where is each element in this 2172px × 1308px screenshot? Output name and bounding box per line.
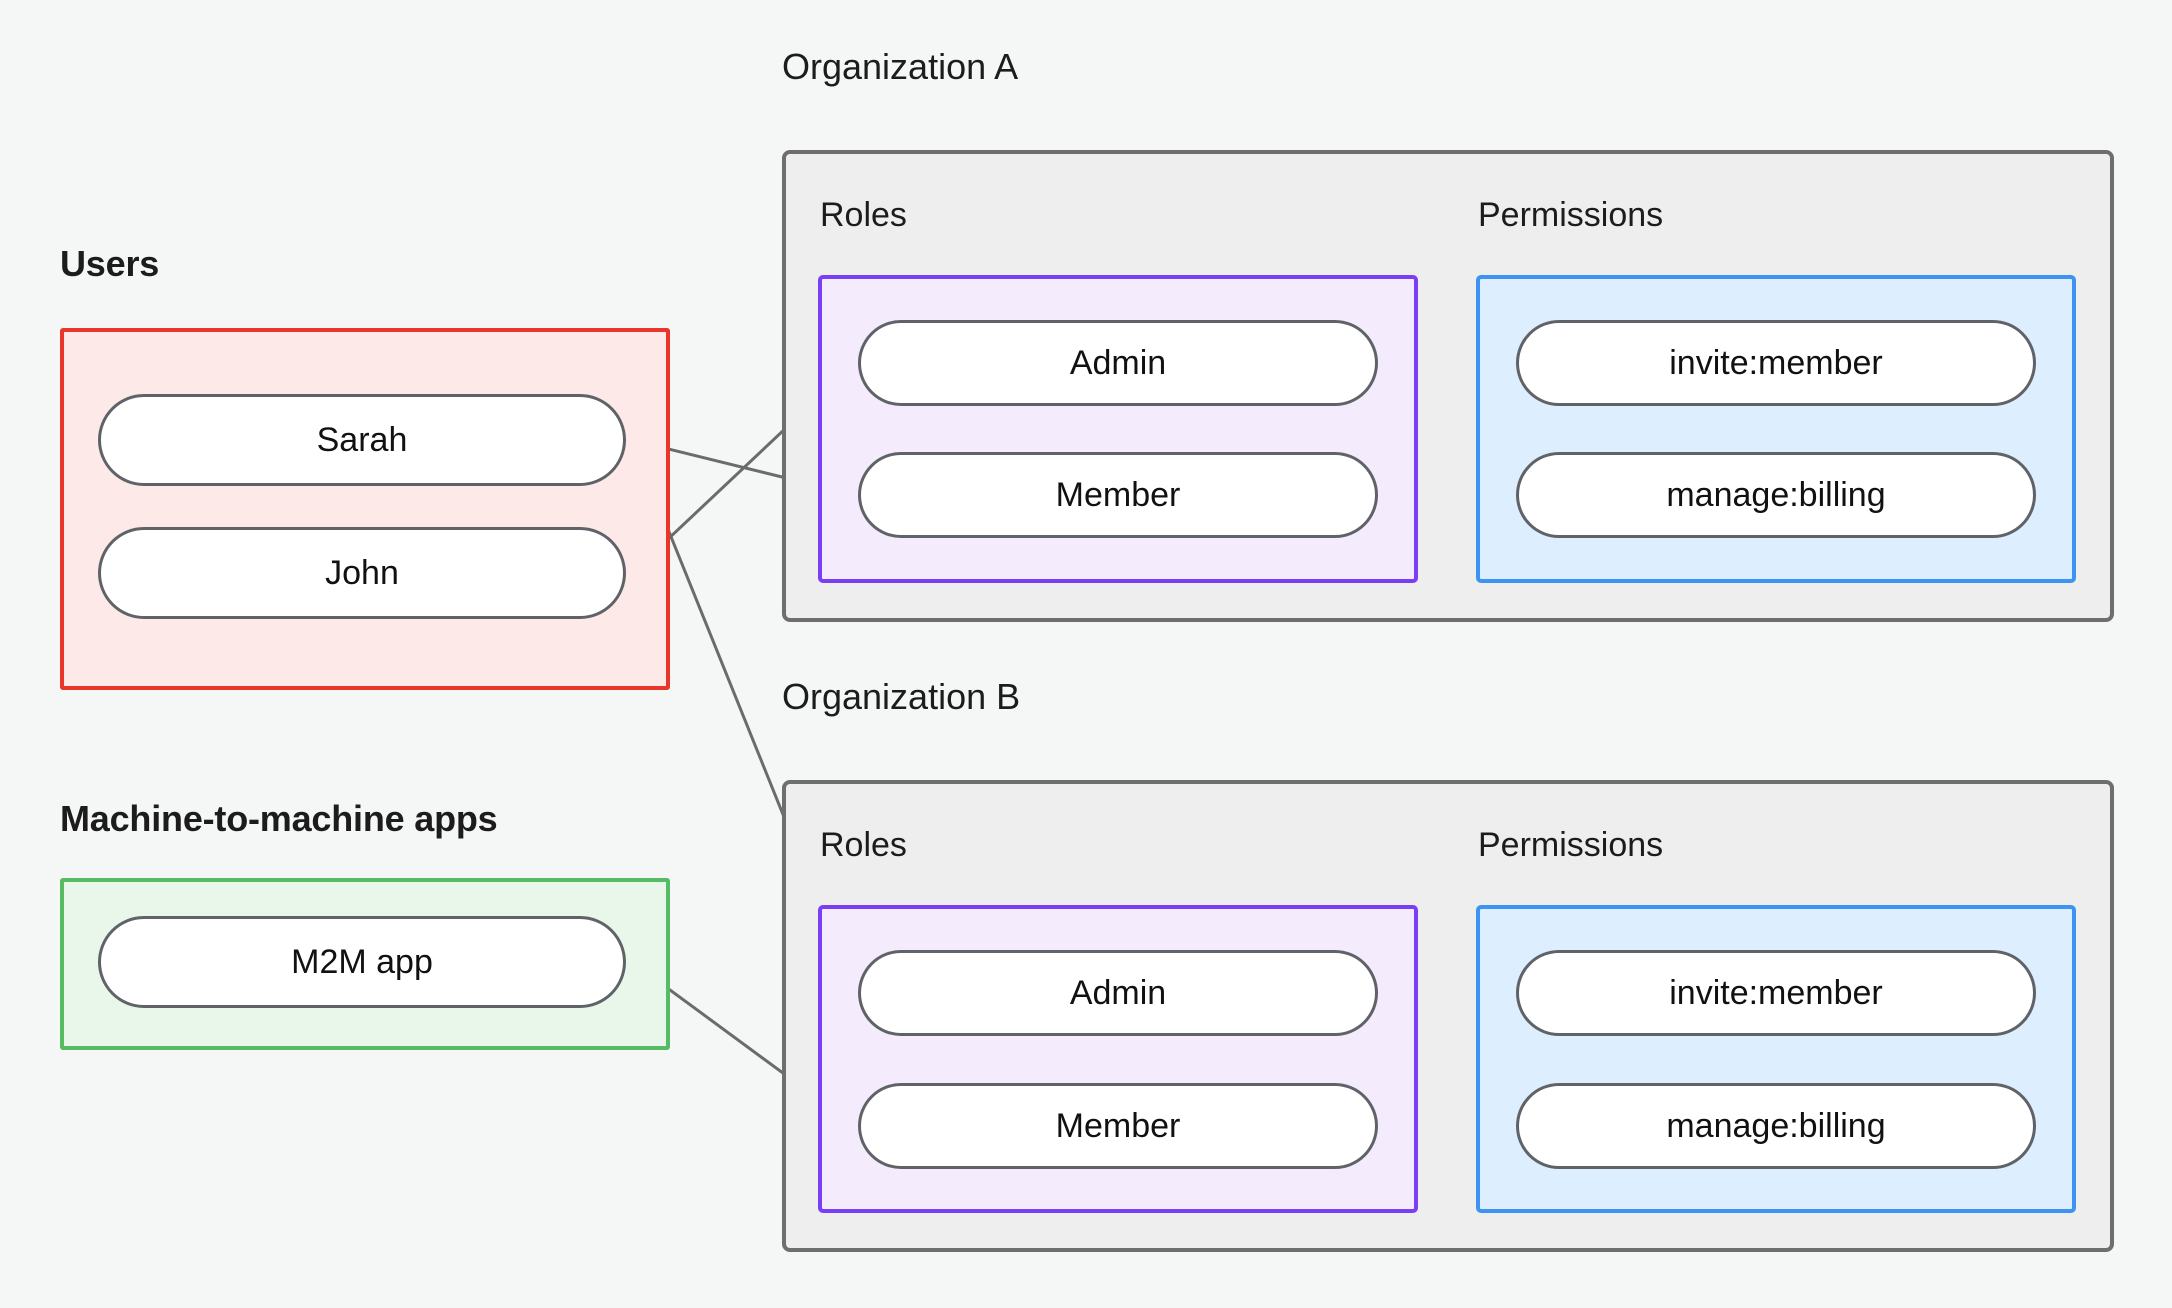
organization-b-title: Organization B <box>782 676 1021 717</box>
permission-node-label: invite:member <box>1669 343 1883 382</box>
organization-a-roles-title: Roles <box>820 196 907 234</box>
user-node-label: Sarah <box>316 420 408 459</box>
users-group-title: Users <box>60 243 160 284</box>
organization-a-permissions-title: Permissions <box>1478 196 1664 234</box>
role-node-org-a-admin[interactable]: Admin <box>858 320 1378 406</box>
permission-node-org-a-invite-member[interactable]: invite:member <box>1516 320 2036 406</box>
permission-node-org-b-manage-billing[interactable]: manage:billing <box>1516 1083 2036 1169</box>
m2m-node-app[interactable]: M2M app <box>98 916 626 1008</box>
role-node-label: Admin <box>1069 973 1167 1012</box>
permission-node-org-a-manage-billing[interactable]: manage:billing <box>1516 452 2036 538</box>
permission-node-label: invite:member <box>1669 973 1883 1012</box>
role-node-label: Member <box>1055 475 1181 514</box>
permission-node-org-b-invite-member[interactable]: invite:member <box>1516 950 2036 1036</box>
role-node-org-b-admin[interactable]: Admin <box>858 950 1378 1036</box>
user-node-sarah[interactable]: Sarah <box>98 394 626 486</box>
permission-node-label: manage:billing <box>1666 1106 1886 1145</box>
organization-a-title: Organization A <box>782 46 1019 87</box>
permission-node-label: manage:billing <box>1666 475 1886 514</box>
m2m-node-label: M2M app <box>291 942 433 981</box>
user-node-label: John <box>325 553 399 592</box>
role-node-label: Admin <box>1069 343 1167 382</box>
m2m-group-title: Machine-to-machine apps <box>60 798 498 839</box>
role-node-org-b-member[interactable]: Member <box>858 1083 1378 1169</box>
organization-b-roles-title: Roles <box>820 826 907 864</box>
role-node-label: Member <box>1055 1106 1181 1145</box>
users-group-box <box>60 328 670 690</box>
user-node-john[interactable]: John <box>98 527 626 619</box>
organization-b-permissions-title: Permissions <box>1478 826 1664 864</box>
role-node-org-a-member[interactable]: Member <box>858 452 1378 538</box>
